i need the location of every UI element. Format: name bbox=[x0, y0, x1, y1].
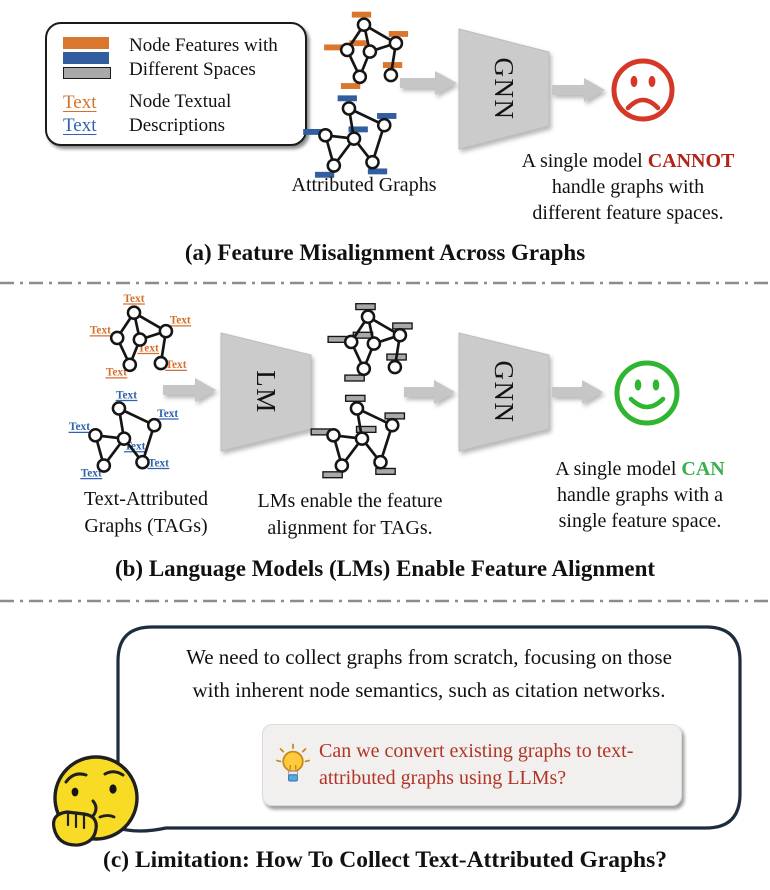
cannot-keyword: CANNOT bbox=[647, 150, 735, 172]
thinking-face-icon bbox=[51, 755, 139, 847]
lightbulb-icon bbox=[276, 743, 310, 782]
svg-text:Text: Text bbox=[69, 421, 90, 433]
text-swatch-blue: Text bbox=[63, 114, 97, 136]
attributed-graphs-figure bbox=[303, 11, 409, 178]
attributed-graphs-label: Attributed Graphs bbox=[291, 174, 437, 196]
caption-a: (a) Feature Misalignment Across Graphs bbox=[184, 240, 586, 265]
gnn-label: GNN bbox=[489, 58, 519, 121]
orange-bar-swatch bbox=[63, 37, 109, 49]
result-text-b: A single model CAN handle graphs with a … bbox=[555, 458, 725, 532]
svg-text:Text: Text bbox=[124, 441, 145, 453]
arrow-right-icon bbox=[404, 380, 455, 404]
arrow-right-icon bbox=[552, 380, 603, 404]
arrow-right-icon bbox=[552, 78, 605, 102]
gnn-trapezoid-a: GNN bbox=[458, 28, 550, 150]
sad-face-icon bbox=[611, 58, 675, 122]
divider-line bbox=[0, 599, 770, 603]
legend-features-label: Node Features with Different Spaces bbox=[129, 35, 278, 80]
text-swatches: Text Text bbox=[63, 92, 119, 137]
svg-text:Text: Text bbox=[170, 315, 191, 327]
blue-bar-swatch bbox=[63, 52, 109, 64]
svg-text:Text: Text bbox=[116, 389, 137, 401]
lm-trapezoid: LM bbox=[220, 332, 312, 452]
legend-textual-label: Node Textual Descriptions bbox=[129, 91, 232, 136]
svg-text:Text: Text bbox=[81, 467, 102, 479]
idea-text: Can we convert existing graphs to text- … bbox=[319, 740, 634, 789]
divider-line bbox=[0, 281, 770, 285]
aligned-graphs-figure bbox=[310, 303, 413, 479]
lm-label: LM bbox=[251, 370, 281, 414]
legend-textual-row: Text Text Node Textual Descriptions bbox=[63, 90, 293, 138]
bubble-text: We need to collect graphs from scratch, … bbox=[186, 645, 672, 702]
smiley-face-icon bbox=[614, 360, 680, 426]
caption-b: (b) Language Models (LMs) Enable Feature… bbox=[114, 556, 656, 581]
gray-bar-swatch bbox=[63, 67, 111, 79]
legend-feature-row: Node Features with Different Spaces bbox=[63, 34, 293, 82]
result-text-a: A single model CANNOT handle graphs with… bbox=[521, 150, 735, 224]
svg-text:Text: Text bbox=[157, 408, 178, 420]
svg-text:Text: Text bbox=[90, 325, 111, 337]
svg-text:Text: Text bbox=[106, 367, 127, 379]
can-keyword: CAN bbox=[681, 458, 725, 480]
tag-graphs-figure: TextTextTextTextTextTextTextTextTextText… bbox=[68, 293, 192, 479]
gnn-label: GNN bbox=[489, 361, 519, 424]
svg-text:Text: Text bbox=[124, 293, 145, 305]
idea-box: Can we convert existing graphs to text- … bbox=[262, 724, 682, 806]
gnn-trapezoid-b: GNN bbox=[458, 332, 550, 452]
feature-swatches bbox=[63, 37, 119, 79]
tag-graphs-label: Text-Attributed Graphs (TAGs) bbox=[83, 488, 209, 537]
arrow-right-icon bbox=[163, 378, 216, 402]
text-swatch-orange: Text bbox=[63, 91, 97, 113]
svg-text:Text: Text bbox=[166, 359, 187, 371]
caption-c: (c) Limitation: How To Collect Text-Attr… bbox=[103, 847, 667, 873]
lm-note: LMs enable the feature alignment for TAG… bbox=[257, 490, 443, 539]
arrow-right-icon bbox=[400, 71, 457, 95]
legend-box: Node Features with Different Spaces Text… bbox=[45, 22, 307, 146]
svg-text:Text: Text bbox=[148, 457, 169, 469]
